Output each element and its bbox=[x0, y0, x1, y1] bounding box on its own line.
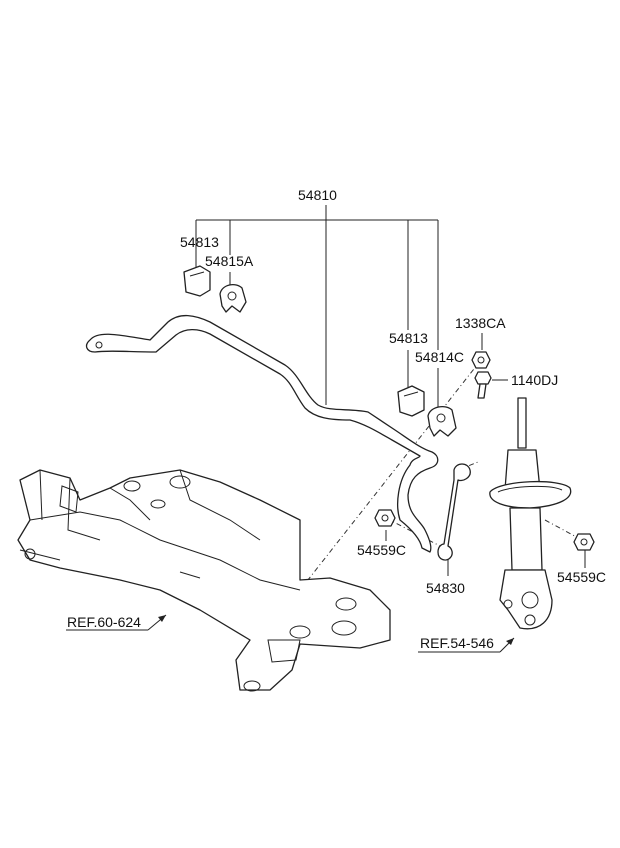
ref-arrows bbox=[158, 615, 514, 645]
stabilizer-bar bbox=[85, 314, 439, 553]
nut-top bbox=[471, 351, 491, 369]
bushing-left bbox=[183, 265, 211, 297]
crossmember bbox=[17, 469, 391, 692]
bolt bbox=[474, 371, 492, 399]
clamp-right bbox=[427, 405, 457, 437]
label-54559c-left: 54559C bbox=[357, 542, 406, 558]
strut-assembly bbox=[489, 397, 572, 630]
clamp-left bbox=[219, 283, 247, 313]
label-54810: 54810 bbox=[298, 187, 337, 203]
leader-lines bbox=[66, 205, 586, 653]
nut-left bbox=[374, 509, 396, 527]
label-1338ca: 1338CA bbox=[455, 315, 506, 331]
label-54814c: 54814C bbox=[415, 349, 464, 365]
label-1140dj: 1140DJ bbox=[511, 372, 558, 388]
label-ref-54-546: REF.54-546 bbox=[420, 635, 494, 651]
bushing-right bbox=[397, 385, 425, 417]
label-54830: 54830 bbox=[426, 580, 465, 596]
label-54813-left: 54813 bbox=[180, 234, 219, 250]
labels: 54810 54813 54815A 54813 54814C 1338CA 1… bbox=[67, 187, 606, 651]
stabilizer-link bbox=[437, 463, 471, 561]
label-54815a: 54815A bbox=[205, 253, 254, 269]
nut-right bbox=[573, 533, 595, 551]
label-54813-right: 54813 bbox=[389, 330, 428, 346]
label-ref-60-624: REF.60-624 bbox=[67, 614, 141, 630]
label-54559c-right: 54559C bbox=[557, 569, 606, 585]
